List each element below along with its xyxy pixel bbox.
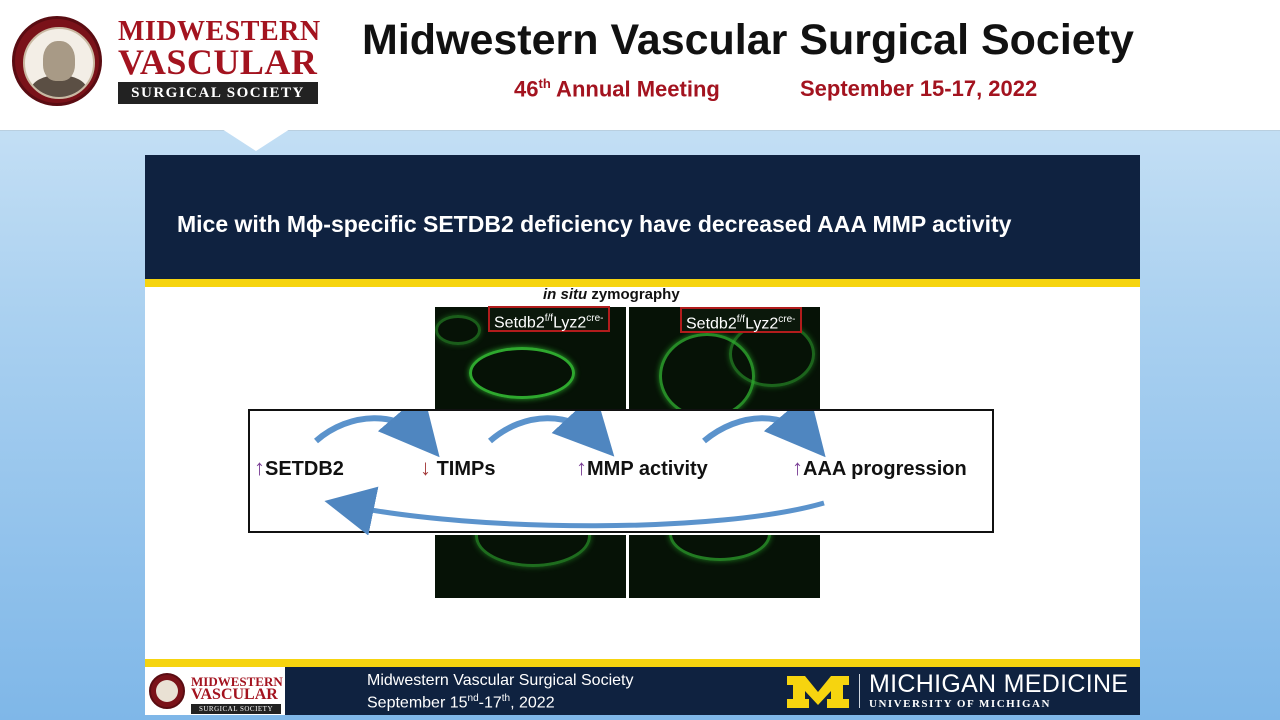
society-logo: MIDWESTERN VASCULAR SURGICAL SOCIETY — [12, 14, 322, 106]
logo-word-midwestern: MIDWESTERN — [118, 16, 321, 47]
meeting-label: 46th Annual Meeting — [514, 76, 720, 102]
pathway-term-timps: ↓ TIMPs — [420, 455, 496, 480]
footer-logo-band: SURGICAL SOCIETY — [191, 704, 281, 714]
zymography-label: in situ zymography — [543, 286, 680, 303]
slide-top-stripe — [145, 279, 1140, 287]
slide-footer: MIDWESTERN VASCULAR SURGICAL SOCIETY Mid… — [145, 667, 1140, 715]
footer-logo-word-midwestern: MIDWESTERN — [191, 674, 283, 689]
presentation-slide: Mice with Mɸ-specific SETDB2 deficiency … — [145, 155, 1140, 715]
panel-label-left: Setdb2f/fLyz2cre- — [488, 306, 610, 332]
header-pointer — [222, 129, 290, 151]
pathway-term-mmp-activity: ↑MMP activity — [576, 455, 708, 480]
curved-arrow-icon — [314, 411, 826, 535]
logo-band-surgical-society: SURGICAL SOCIETY — [118, 82, 318, 104]
slide-title: Mice with Mɸ-specific SETDB2 deficiency … — [177, 211, 1012, 237]
panel-label-right: Setdb2f/fLyz2cre- — [680, 307, 802, 333]
society-medallion-icon — [12, 16, 102, 106]
footer-society-name: Midwestern Vascular Surgical Society — [367, 672, 634, 689]
michigan-medicine-title: MICHIGAN MEDICINE — [869, 670, 1129, 698]
micrograph-bottom-left — [435, 535, 626, 598]
meeting-dates: September 15-17, 2022 — [800, 76, 1038, 101]
conference-title: Midwestern Vascular Surgical Society — [362, 16, 1134, 64]
logo-word-vascular: VASCULAR — [118, 42, 318, 82]
footer-society-logo: MIDWESTERN VASCULAR SURGICAL SOCIETY — [145, 667, 285, 715]
pathway-diagram: ↑SETDB2 ↓ TIMPs ↑MMP activity ↑AAA progr… — [248, 409, 994, 535]
slide-bottom-stripe — [145, 659, 1140, 667]
society-medallion-icon — [149, 673, 185, 709]
footer-dates: September 15nd-17th, 2022 — [367, 693, 555, 712]
block-m-icon — [787, 676, 849, 708]
slide-title-bar: Mice with Mɸ-specific SETDB2 deficiency … — [145, 155, 1140, 279]
pathway-term-setdb2: ↑SETDB2 — [254, 455, 344, 480]
footer-logo-word-vascular: VASCULAR — [191, 686, 278, 703]
conference-header: MIDWESTERN VASCULAR SURGICAL SOCIETY Mid… — [0, 0, 1280, 131]
brand-divider — [859, 674, 860, 708]
university-of-michigan-subtitle: UNIVERSITY OF MICHIGAN — [869, 698, 1051, 710]
pathway-term-aaa-progression: ↑AAA progression — [792, 455, 967, 480]
micrograph-bottom-right — [629, 535, 820, 598]
